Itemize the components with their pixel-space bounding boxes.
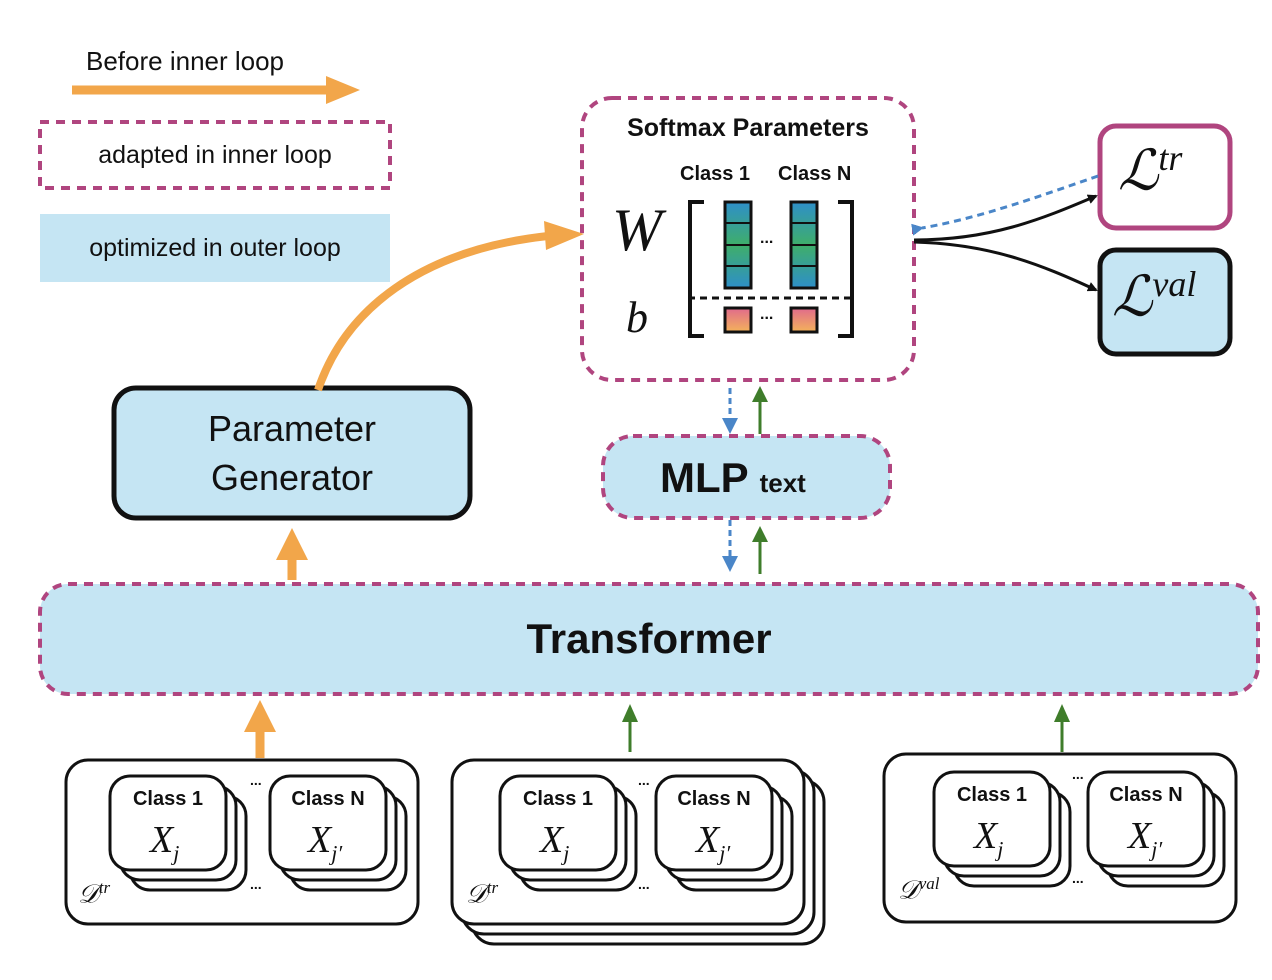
ds2-x-first-sub: j [563,840,570,866]
ds1-ellipsis-top: ... [250,772,262,788]
softmax-title: Softmax Parameters [627,114,869,142]
legend-blue-box [40,214,390,282]
ds3-x-last: Xj′ [1128,814,1162,863]
param-generator-box [111,385,473,521]
ds2-x-first: Xj [540,818,569,867]
ds3-class-first: Class 1 [956,784,1028,806]
ds1-class-first: Class 1 [132,788,204,810]
ds1-x-last-var: X [308,819,332,861]
ds2-d-sup: tr [486,878,499,897]
loss-val-symbol: ℒ [1112,266,1153,329]
arrow-loss-grad [911,174,1099,236]
ds2-x-last: Xj′ [696,818,730,867]
ds1-x-first-var: X [150,819,174,861]
dataset-train-1 [64,758,420,926]
transformer-box [38,582,1260,696]
ds3-x-first-var: X [974,815,998,857]
legend-orange-arrow [72,76,360,104]
dataset-train-2 [450,758,826,946]
arrow-transformer-to-generator [276,528,308,580]
bias-symbol: b [626,293,648,342]
ds2-ellipsis-bottom: ... [638,876,650,892]
ds3-ellipsis-bottom: ... [1072,870,1084,886]
ds3-d-symbol: 𝒟 [898,875,919,905]
legend-dashed-box [38,120,392,190]
legend-adapted-inner-loop: adapted in inner loop [98,140,332,169]
arrow-dataset3-to-transformer [1054,704,1070,752]
param-generator-label: Parameter Generator [114,398,470,510]
b-cell-class1 [723,306,753,334]
arrow-dataset2-to-transformer [622,704,638,752]
ds2-x-last-var: X [696,819,720,861]
loss-val-label: ℒval [1112,266,1196,326]
ds1-ellipsis-bottom: ... [250,876,262,892]
ds1-x-first: Xj [150,818,179,867]
ds1-class-last: Class N [291,788,365,810]
ds1-d-symbol: 𝒟 [78,879,99,909]
arrows-mlp-transformer [722,520,768,574]
mlp-sub: text [759,468,806,498]
arrow-to-loss-train [913,194,1098,242]
ds2-x-last-sub: j′ [719,840,731,866]
weight-ellipsis: ... [760,230,774,247]
ds3-class-last: Class N [1109,784,1183,806]
ds3-d-label: 𝒟val [898,874,940,907]
loss-train-sup: tr [1158,138,1183,178]
loss-train-symbol: ℒ [1118,140,1159,203]
legend-optimized-outer-loop: optimized in outer loop [89,233,341,262]
arrow-generator-to-softmax [314,221,584,392]
ds1-x-first-sub: j [173,840,180,866]
loss-train-box [1097,123,1233,231]
legend-before-inner-loop: Before inner loop [86,46,285,76]
bias-ellipsis: ... [760,306,774,323]
ds1-x-last: Xj′ [308,818,342,867]
mlp-label: MLP text [660,454,806,502]
loss-train-label: ℒtr [1118,140,1182,200]
transformer-label: Transformer [526,615,772,662]
ds1-d-label: 𝒟tr [78,878,110,911]
param-generator-line1: Parameter [207,408,377,450]
loss-val-box [1097,247,1233,357]
ds3-x-first-sub: j [997,836,1004,862]
b-cell-classN [789,306,819,334]
ds3-ellipsis-top: ... [1072,766,1084,782]
mlp-box [601,434,892,520]
ds1-d-sup: tr [98,878,111,897]
ds2-d-symbol: 𝒟 [466,879,487,909]
arrows-softmax-mlp [722,386,768,434]
w-column-class1 [723,200,753,290]
ds1-x-last-sub: j′ [331,840,343,866]
ds2-class-first: Class 1 [522,788,594,810]
dataset-val [882,752,1238,924]
ds2-x-first-var: X [540,819,564,861]
loss-val-sup: val [1152,264,1197,304]
softmax-class-last: Class N [778,163,852,185]
w-column-classN [789,200,819,290]
ds3-x-last-var: X [1128,815,1152,857]
softmax-class-first: Class 1 [680,163,751,185]
ds2-d-label: 𝒟tr [466,878,498,911]
matrix-brackets [688,200,854,338]
ds3-x-last-sub: j′ [1151,836,1163,862]
weight-symbol: W [612,197,662,263]
param-generator-line2: Generator [210,457,374,498]
ds3-x-first: Xj [974,814,1003,863]
arrow-dataset1-to-transformer [244,700,276,758]
ds2-class-last: Class N [677,788,751,810]
arrow-to-loss-val [913,240,1098,292]
ds3-d-sup: val [918,874,940,893]
ds2-ellipsis-top: ... [638,772,650,788]
mlp-main: MLP [660,454,748,501]
